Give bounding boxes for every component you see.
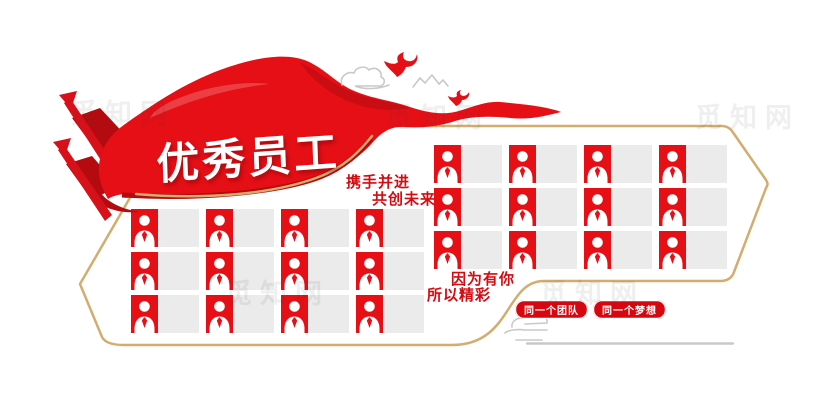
watermark: 觅知网 — [385, 103, 490, 133]
employee-name-plate — [308, 209, 349, 247]
employee-name-plate — [461, 188, 502, 226]
page-title: 优秀员工 — [155, 128, 341, 190]
employee-photo-placeholder — [509, 188, 536, 226]
employee-photo-placeholder — [131, 252, 158, 290]
employee-name-plate — [383, 295, 424, 333]
employee-photo-card — [434, 231, 502, 269]
employee-photo-placeholder — [206, 209, 233, 247]
person-silhouette-icon — [662, 237, 683, 269]
employee-photo-placeholder — [584, 231, 611, 269]
employee-photo-placeholder — [281, 209, 308, 247]
person-silhouette-icon — [134, 258, 155, 290]
employee-photo-card — [356, 295, 424, 333]
employee-photo-card — [659, 145, 727, 183]
watermark: 觅知网 — [695, 103, 800, 133]
employee-photo-card — [434, 145, 502, 183]
person-silhouette-icon — [587, 237, 608, 269]
employee-name-plate — [536, 188, 577, 226]
employee-photo-card — [509, 145, 577, 183]
watermark: 觅知网 — [540, 279, 645, 309]
employee-name-plate — [611, 231, 652, 269]
employee-name-plate — [158, 252, 199, 290]
employee-photo-placeholder — [434, 145, 461, 183]
person-silhouette-icon — [587, 194, 608, 226]
employee-photo-card — [131, 252, 199, 290]
employee-photo-placeholder — [131, 295, 158, 333]
employee-name-plate — [461, 145, 502, 183]
employee-name-plate — [686, 145, 727, 183]
employee-name-plate — [611, 145, 652, 183]
employee-photo-card — [356, 209, 424, 247]
employee-name-plate — [536, 231, 577, 269]
person-silhouette-icon — [587, 151, 608, 183]
employee-name-plate — [383, 252, 424, 290]
person-silhouette-icon — [437, 194, 458, 226]
employee-photo-placeholder — [434, 188, 461, 226]
employee-name-plate — [536, 145, 577, 183]
employee-photo-card — [584, 188, 652, 226]
employee-photo-placeholder — [131, 209, 158, 247]
employee-photo-placeholder — [584, 188, 611, 226]
employee-photo-placeholder — [659, 188, 686, 226]
employee-photo-placeholder — [584, 145, 611, 183]
person-silhouette-icon — [512, 151, 533, 183]
watermark: 觅知网 — [70, 99, 175, 129]
employee-name-plate — [461, 231, 502, 269]
employee-photo-card — [659, 231, 727, 269]
employee-photo-card — [509, 188, 577, 226]
employee-photo-placeholder — [356, 295, 383, 333]
employee-photo-card — [584, 231, 652, 269]
person-silhouette-icon — [359, 215, 380, 247]
employee-name-plate — [686, 188, 727, 226]
photo-grid-right — [434, 145, 840, 280]
employee-photo-card — [356, 252, 424, 290]
employee-photo-card — [281, 209, 349, 247]
person-silhouette-icon — [512, 194, 533, 226]
employee-photo-card — [659, 188, 727, 226]
employee-photo-card — [206, 209, 274, 247]
person-silhouette-icon — [662, 194, 683, 226]
employee-photo-card — [509, 231, 577, 269]
person-silhouette-icon — [359, 258, 380, 290]
person-silhouette-icon — [134, 215, 155, 247]
employee-name-plate — [686, 231, 727, 269]
employee-name-plate — [611, 188, 652, 226]
person-silhouette-icon — [134, 301, 155, 333]
employee-name-plate — [233, 209, 274, 247]
employee-photo-placeholder — [356, 252, 383, 290]
employee-photo-placeholder — [509, 145, 536, 183]
employee-photo-card — [131, 295, 199, 333]
person-silhouette-icon — [437, 151, 458, 183]
employee-photo-placeholder — [509, 231, 536, 269]
person-silhouette-icon — [359, 301, 380, 333]
employee-photo-card — [131, 209, 199, 247]
person-silhouette-icon — [437, 237, 458, 269]
employee-photo-card — [584, 145, 652, 183]
employee-name-plate — [158, 209, 199, 247]
employee-photo-placeholder — [659, 145, 686, 183]
employee-photo-placeholder — [434, 231, 461, 269]
person-silhouette-icon — [662, 151, 683, 183]
employee-name-plate — [158, 295, 199, 333]
employee-photo-placeholder — [659, 231, 686, 269]
employee-photo-card — [434, 188, 502, 226]
employee-photo-placeholder — [356, 209, 383, 247]
slogan-bottom-line2: 所以精彩 — [427, 287, 492, 304]
slogan-top-line2: 共创未来 — [372, 191, 437, 208]
person-silhouette-icon — [512, 237, 533, 269]
person-silhouette-icon — [209, 215, 230, 247]
cloud-icon — [340, 66, 449, 90]
watermark: 觅知网 — [225, 279, 330, 309]
employee-name-plate — [383, 209, 424, 247]
person-silhouette-icon — [284, 215, 305, 247]
